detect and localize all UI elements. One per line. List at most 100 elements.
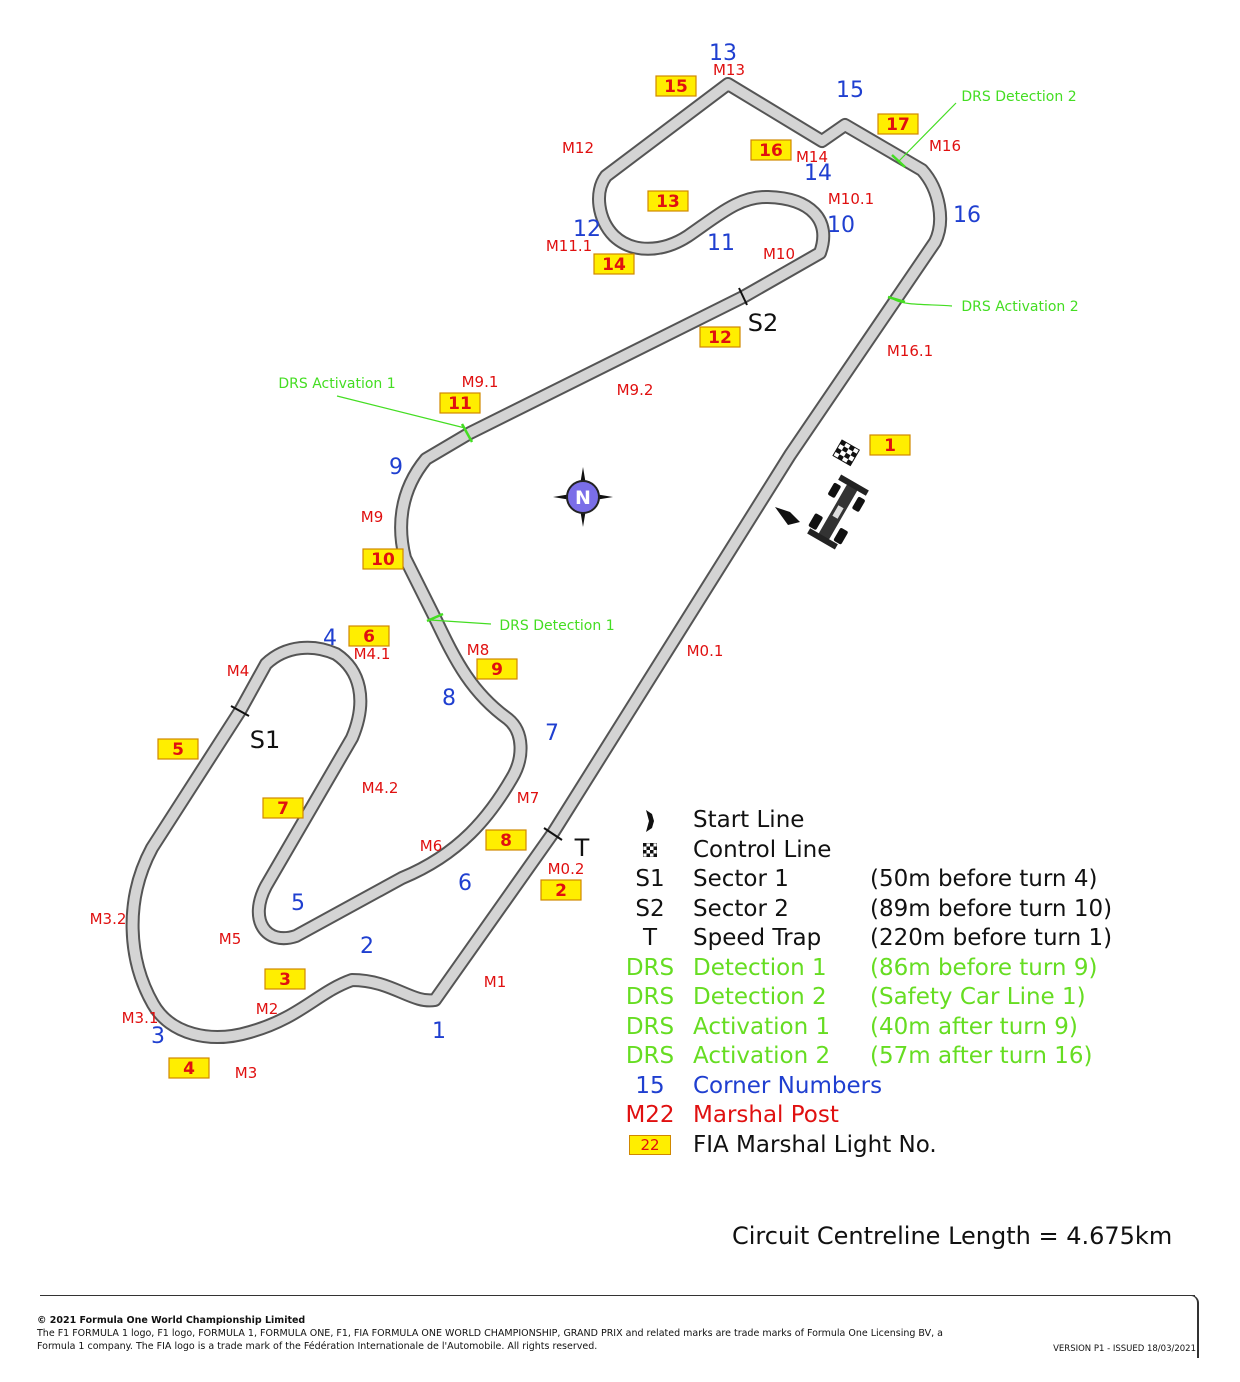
marshal-light-number: 8 <box>500 831 512 851</box>
legend-note: (40m after turn 9) <box>870 1013 1078 1040</box>
marshal-light-number: 10 <box>371 550 395 570</box>
legend-text: Start Line <box>693 807 805 833</box>
legend-symbol: DRS <box>625 954 675 981</box>
legend-symbol: M22 <box>625 1102 675 1128</box>
marshal-post-label: M7 <box>517 789 540 807</box>
legend-text: Sector 1 <box>693 866 789 892</box>
marshal-light-number: 6 <box>363 627 375 647</box>
corner-number: 13 <box>709 41 737 66</box>
marshal-light-number: 11 <box>448 394 472 414</box>
marshal-light-box <box>593 253 635 275</box>
drs-label: DRS Activation 2 <box>961 299 1078 315</box>
start-line-icon <box>620 806 680 836</box>
legend-row: Control Line <box>620 836 1180 866</box>
drs-label: DRS Detection 1 <box>499 618 614 634</box>
marshal-light-box <box>362 548 404 570</box>
marshal-light-box <box>262 797 304 819</box>
marshal-post-label: M14 <box>796 148 828 166</box>
copyright-line-1: The F1 FORMULA 1 logo, F1 logo, FORMULA … <box>37 1328 944 1339</box>
marshal-light-number: 16 <box>759 141 783 161</box>
marshal-light-box <box>348 625 390 647</box>
marshal-post-label: M1 <box>484 973 507 991</box>
corner-number: 10 <box>827 213 855 238</box>
legend-note: (57m after turn 16) <box>870 1043 1093 1069</box>
marshal-post-label: M5 <box>219 930 242 948</box>
marshal-light-number: 17 <box>886 115 910 135</box>
corner-number: 11 <box>707 231 735 256</box>
marshal-post-label: M3.2 <box>90 910 127 928</box>
marshal-light-box <box>869 434 911 456</box>
marshal-light-sample: 22 <box>629 1135 671 1155</box>
marshal-light-number: 14 <box>602 255 626 275</box>
marshal-post-label: M4 <box>227 662 250 680</box>
start-line-icon <box>775 507 800 525</box>
marshal-light-box <box>168 1057 210 1079</box>
legend-text: Marshal Post <box>693 1102 839 1128</box>
circuit-length: Circuit Centreline Length = 4.675km <box>732 1222 1173 1250</box>
marshal-post-label: M10.1 <box>828 190 874 208</box>
marshal-post-label: M4.1 <box>354 645 391 663</box>
legend-text: Detection 2 <box>693 984 827 1010</box>
marshal-light-box <box>476 658 518 680</box>
legend-text: Activation 1 <box>693 1013 831 1040</box>
legend-note: (220m before turn 1) <box>870 925 1113 951</box>
sector1-tick <box>230 705 250 717</box>
legend-symbol: 22 <box>620 1131 680 1161</box>
marshal-post-label: M9 <box>361 508 384 526</box>
marshal-light-number: 5 <box>172 740 184 760</box>
marshal-post-label: M11.1 <box>546 237 592 255</box>
corner-number: 9 <box>389 455 403 480</box>
footer-divider <box>40 1295 1195 1296</box>
corner-number: 1 <box>432 1019 446 1044</box>
marshal-post-label: M0.2 <box>548 860 585 878</box>
legend-row: Start Line <box>620 806 1180 836</box>
corner-number: 6 <box>458 871 472 896</box>
legend-text: Sector 2 <box>693 895 789 922</box>
marshal-light-box <box>647 190 689 212</box>
corner-number: 4 <box>323 626 337 651</box>
marshal-post-label: M12 <box>562 139 594 157</box>
drs-label: DRS Activation 1 <box>278 376 395 392</box>
marshal-post-label: M9.2 <box>617 381 654 399</box>
north-label: N <box>575 487 591 509</box>
legend-symbol: 15 <box>635 1072 665 1099</box>
marshal-post-label: M16 <box>929 137 961 155</box>
legend-symbol: DRS <box>625 984 675 1010</box>
legend-symbol: S2 <box>635 895 665 922</box>
sector-label: T <box>574 834 590 862</box>
marshal-post-label: M13 <box>713 61 745 79</box>
marshal-light-number: 2 <box>555 881 567 901</box>
sector-label: S1 <box>250 726 281 754</box>
marshal-light-number: 7 <box>277 799 289 819</box>
marshal-light-number: 1 <box>884 436 896 456</box>
marshal-post-label: M16.1 <box>887 342 933 360</box>
marshal-light-box <box>157 738 199 760</box>
marshal-post-label: M8 <box>467 641 490 659</box>
sector-label: S2 <box>748 309 779 337</box>
legend-text: Speed Trap <box>693 925 822 951</box>
copyright-line-2: Formula 1 company. The FIA logo is a tra… <box>37 1341 598 1352</box>
marshal-post-label: M2 <box>256 1000 279 1018</box>
marshal-light-number: 13 <box>656 192 680 212</box>
copyright-title: © 2021 Formula One World Championship Li… <box>37 1315 306 1326</box>
north-compass-icon: N <box>553 467 613 527</box>
marshal-post-label: M3.1 <box>122 1009 159 1027</box>
legend-note: (Safety Car Line 1) <box>870 984 1086 1010</box>
marshal-light-box <box>485 829 527 851</box>
marshal-post-label: M6 <box>420 837 443 855</box>
corner-number: 16 <box>953 203 981 228</box>
legend-note: (89m before turn 10) <box>870 895 1113 922</box>
marshal-light-box <box>264 968 306 990</box>
marshal-light-box <box>699 326 741 348</box>
speed-trap-tick <box>543 827 563 841</box>
marshal-post-label: M10 <box>763 245 795 263</box>
corner-number: 3 <box>151 1024 165 1049</box>
corner-number: 2 <box>360 934 374 959</box>
